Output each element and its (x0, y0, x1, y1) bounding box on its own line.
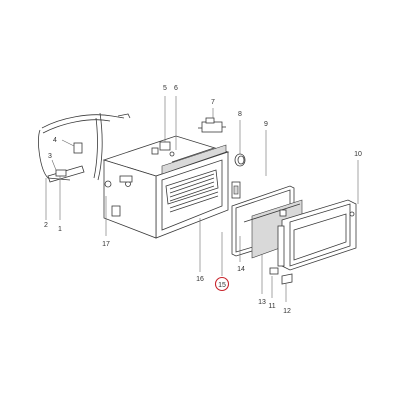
heating-element-assembly[interactable] (38, 112, 131, 183)
oven-cavity[interactable] (102, 135, 230, 239)
callout-9: 9 (264, 121, 268, 128)
selected-part-highlight-ring[interactable] (214, 276, 230, 292)
callout-12: 12 (283, 308, 291, 315)
callout-16: 16 (196, 276, 204, 283)
callout-11: 11 (268, 303, 275, 310)
callout-15[interactable]: 15 (218, 282, 226, 289)
leader-lines (45, 96, 359, 302)
control-knob[interactable] (234, 153, 246, 167)
callout-17: 17 (102, 241, 110, 248)
callout-4: 4 (53, 137, 57, 144)
oven-door[interactable] (277, 199, 357, 271)
callout-13: 13 (258, 299, 266, 306)
callout-10: 10 (354, 151, 362, 158)
callout-3: 3 (48, 153, 52, 160)
switch-connector[interactable] (198, 117, 226, 133)
callout-7: 7 (211, 99, 215, 106)
callout-8: 8 (238, 111, 242, 118)
callout-1: 1 (58, 226, 62, 233)
callout-labels: 1 2 3 4 5 6 7 8 9 10 11 12 13 14 15 16 1… (44, 85, 362, 315)
callout-2: 2 (44, 222, 48, 229)
door-hinges[interactable] (269, 209, 293, 285)
callout-5: 5 (163, 85, 167, 92)
callout-14: 14 (237, 266, 245, 273)
callout-6: 6 (174, 85, 178, 92)
